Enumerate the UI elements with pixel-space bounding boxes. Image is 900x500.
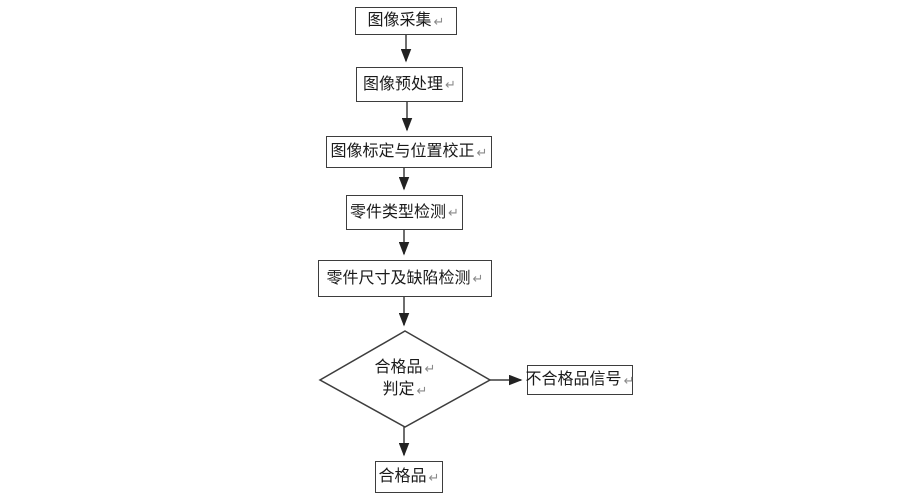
node-preprocess-label: 图像预处理 [363,75,444,93]
return-mark-icon: ↵ [424,360,436,376]
node-calibration-label: 图像标定与位置校正 [330,143,475,160]
return-mark-icon: ↵ [416,382,428,398]
node-decision: 合格品↵ 判定↵ [320,333,490,425]
return-mark-icon: ↵ [623,372,635,388]
node-decision-label-line2: 判定 [382,381,415,398]
node-qualified-label: 合格品 [378,468,427,485]
node-reject-signal: 不合格品信号↵ [525,365,635,395]
return-mark-icon: ↵ [476,144,488,160]
return-mark-icon: ↵ [472,271,484,286]
node-type-detection: 零件类型检测↵ [346,195,463,230]
node-reject-signal-label: 不合格品信号 [525,371,622,388]
node-calibration: 图像标定与位置校正↵ [326,136,492,168]
node-capture: 图像采集↵ [355,7,457,35]
return-mark-icon: ↵ [445,77,456,92]
return-mark-icon: ↵ [428,469,440,485]
node-size-defect-detection: 零件尺寸及缺陷检测↵ [318,260,492,297]
node-decision-label-line1: 合格品 [374,359,423,376]
return-mark-icon: ↵ [448,205,459,220]
node-type-detection-label: 零件类型检测 [350,203,447,221]
decision-diamond-shape [318,330,492,428]
node-capture-label: 图像采集 [367,12,432,29]
return-mark-icon: ↵ [433,13,445,29]
node-qualified: 合格品↵ [375,461,443,493]
node-preprocess: 图像预处理↵ [356,67,463,102]
node-size-defect-detection-label: 零件尺寸及缺陷检测 [326,269,471,287]
